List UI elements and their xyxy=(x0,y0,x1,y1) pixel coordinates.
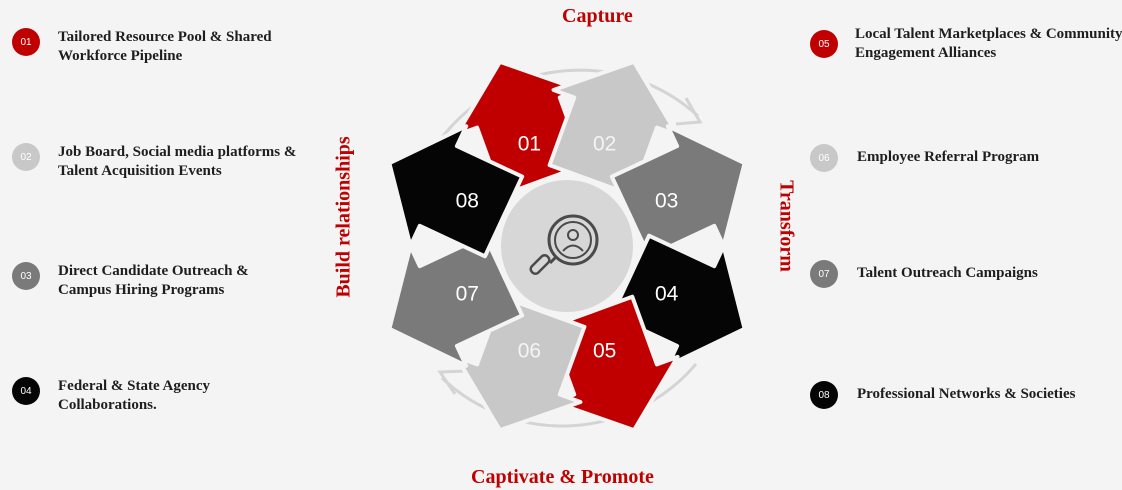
cycle-arrow-top xyxy=(438,68,700,141)
list-item-01: 01 Tailored Resource Pool & Shared Workf… xyxy=(12,28,318,66)
stage-label-captivate-promote: Captivate & Promote xyxy=(471,466,654,488)
badge-06: 06 xyxy=(810,144,838,172)
badge-01: 01 xyxy=(12,28,40,56)
segment-label-08: 08 xyxy=(456,190,479,213)
badge-08: 08 xyxy=(810,381,838,409)
segment-08 xyxy=(387,124,525,259)
item-text-01: Tailored Resource Pool & Shared Workforc… xyxy=(58,29,272,64)
badge-03: 03 xyxy=(12,262,40,290)
segment-label-05: 05 xyxy=(593,339,616,362)
item-text-08: Professional Networks & Societies xyxy=(857,386,1076,402)
cycle-arrow-bottom xyxy=(440,363,698,428)
segment-label-04: 04 xyxy=(655,282,679,305)
item-text-03: Direct Candidate Outreach & Campus Hirin… xyxy=(58,263,249,298)
segment-label-07: 07 xyxy=(456,282,479,305)
list-item-07: 07 Talent Outreach Campaigns xyxy=(810,260,1117,288)
center-hub xyxy=(501,180,633,312)
segment-label-06: 06 xyxy=(518,339,541,362)
badge-07: 07 xyxy=(810,260,838,288)
list-item-04: 04 Federal & State Agency Collaborations… xyxy=(12,377,258,415)
segment-label-01: 01 xyxy=(518,133,541,156)
list-item-03: 03 Direct Candidate Outreach & Campus Hi… xyxy=(12,262,298,300)
item-text-02: Job Board, Social media platforms & Tale… xyxy=(58,144,297,179)
item-text-04: Federal & State Agency Collaborations. xyxy=(58,378,211,413)
badge-04: 04 xyxy=(12,377,40,405)
cycle-arrowhead-top xyxy=(675,97,703,126)
item-text-07: Talent Outreach Campaigns xyxy=(857,265,1038,281)
item-text-05: Local Talent Marketplaces & Community En… xyxy=(855,26,1122,61)
cycle-arrowhead-bottom xyxy=(437,369,467,395)
list-item-05: 05 Local Talent Marketplaces & Community… xyxy=(810,25,1122,63)
list-item-08: 08 Professional Networks & Societies xyxy=(810,381,1122,409)
magnifier-user-icon xyxy=(529,214,599,276)
badge-05: 05 xyxy=(810,30,838,58)
list-item-06: 06 Employee Referral Program xyxy=(810,144,1117,172)
item-text-06: Employee Referral Program xyxy=(857,149,1040,165)
badge-02: 02 xyxy=(12,143,40,171)
segment-shape-08 xyxy=(387,124,525,259)
segment-label-03: 03 xyxy=(655,190,678,213)
segment-label-02: 02 xyxy=(593,133,616,156)
stage-label-capture: Capture xyxy=(562,5,633,27)
list-item-02: 02 Job Board, Social media platforms & T… xyxy=(12,143,303,181)
